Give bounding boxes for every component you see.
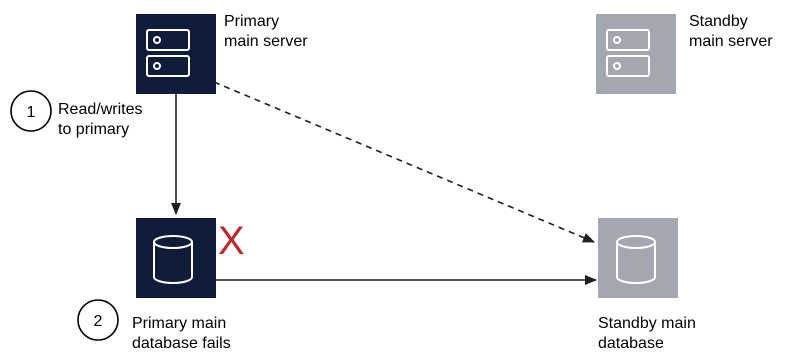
server-icon (606, 29, 650, 77)
server-icon (146, 29, 190, 77)
step-1-number: 1 (27, 104, 36, 121)
standby-db-box (598, 218, 678, 298)
primary-db-box (136, 218, 216, 298)
standby-server-label-line1: Standby (689, 13, 748, 30)
standby-db-label-line1: Standby main (598, 315, 696, 332)
step-1-circle (10, 90, 52, 132)
standby-server-label-line2: main server (689, 33, 773, 50)
primary-server-label-line1: Primary (224, 13, 279, 30)
primary-db-node (136, 218, 216, 298)
standby-server-node (596, 14, 676, 94)
step-1-text-line1: Read/writes (58, 101, 142, 118)
step-2-circle (77, 299, 119, 341)
edge-primary-server-to-standby-db (213, 81, 595, 243)
failure-x-mark: X (218, 219, 245, 263)
standby-server-box (596, 14, 676, 94)
step-1-text-line2: to primary (58, 121, 129, 138)
database-icon (616, 235, 656, 284)
primary-db-label-line2: database fails (132, 335, 231, 352)
standby-db-label-line2: database (598, 335, 664, 352)
database-icon (153, 235, 193, 284)
primary-server-label-line2: main server (224, 33, 308, 50)
primary-db-label-line1: Primary main (132, 315, 226, 332)
primary-server-box (136, 14, 216, 94)
primary-server-node (136, 14, 216, 94)
step-2-number: 2 (94, 313, 103, 330)
standby-db-node (598, 218, 678, 298)
